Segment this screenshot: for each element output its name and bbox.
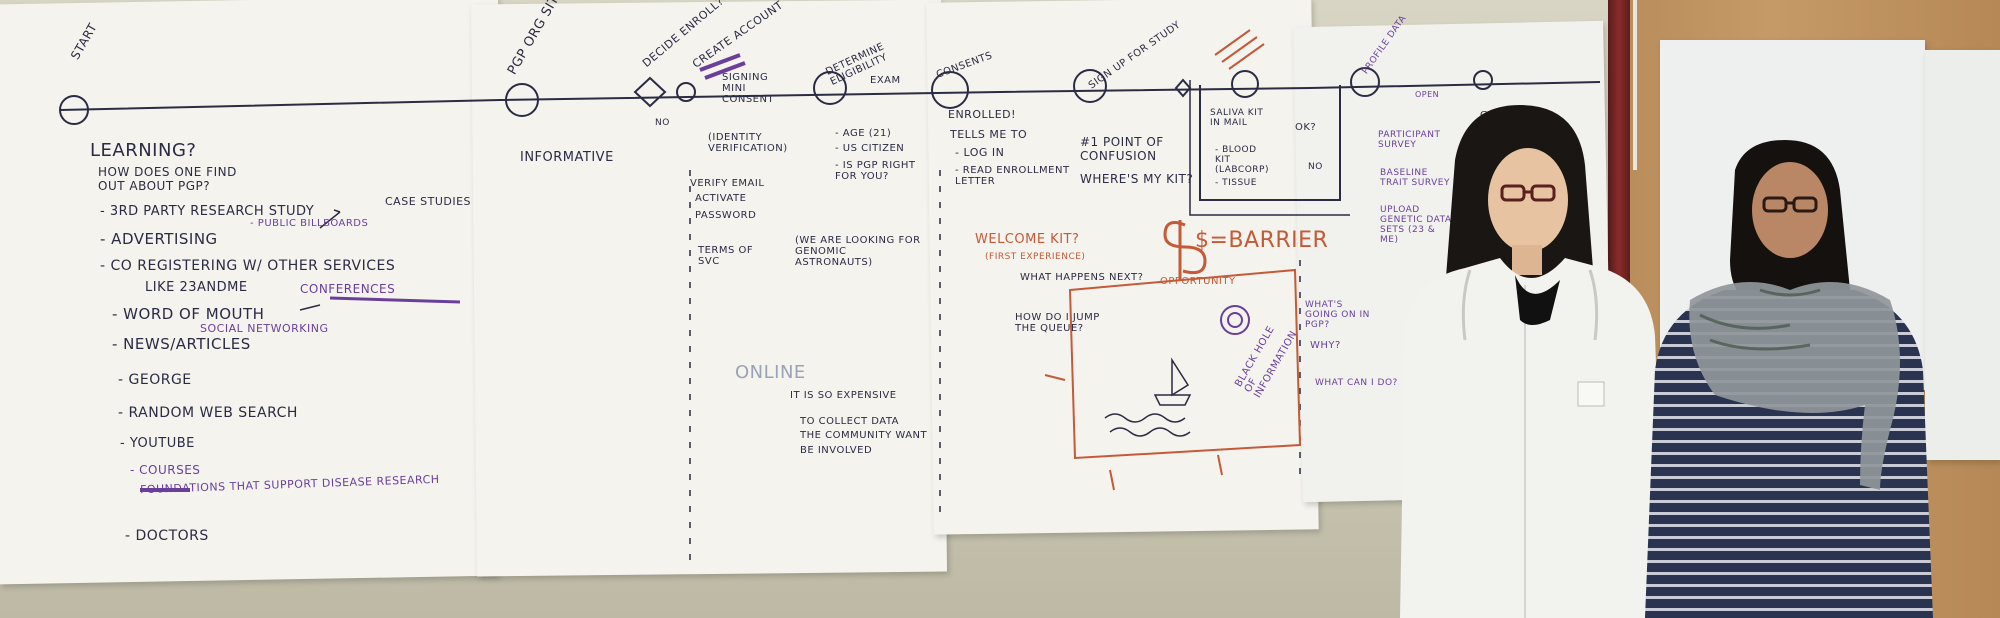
saliva-label: SALIVA KIT IN MAIL — [1210, 108, 1264, 128]
welcome-kit-label: WELCOME KIT? — [975, 232, 1080, 247]
learning-item: - WORD OF MOUTH — [112, 305, 265, 323]
pillar-highlight — [1633, 0, 1637, 170]
terms-label: TERMS OF SVC — [698, 245, 754, 267]
jump-queue-label: HOW DO I JUMP THE QUEUE? — [1015, 312, 1100, 334]
side-note: - PUBLIC BILLBOARDS — [250, 218, 369, 229]
learning-item: - DOCTORS — [125, 528, 209, 544]
involved-label: BE INVOLVED — [800, 445, 873, 456]
what-can-label: WHAT CAN I DO? — [1315, 378, 1398, 388]
informative-label: INFORMATIVE — [520, 150, 614, 165]
read-letter-label: - READ ENROLLMENT LETTER — [955, 165, 1070, 187]
password-label: PASSWORD — [695, 210, 757, 221]
where-kit-label: WHERE'S MY KIT? — [1080, 172, 1194, 186]
learning-item: - GEORGE — [118, 372, 192, 388]
us-citizen-label: - US CITIZEN — [835, 143, 905, 154]
first-experience-label: (FIRST EXPERIENCE) — [985, 252, 1086, 262]
no-branch-label: NO — [1308, 162, 1323, 172]
expensive-label: IT IS SO EXPENSIVE — [790, 390, 897, 401]
enrolled-label: ENROLLED! — [948, 108, 1017, 121]
confusion-label: #1 POINT OF CONFUSION — [1080, 135, 1164, 163]
learning-item: - COURSES — [130, 463, 201, 477]
learning-item: - CO REGISTERING W/ OTHER SERVICES — [100, 258, 396, 274]
side-note: SOCIAL NETWORKING — [200, 322, 329, 335]
tissue-label: - TISSUE — [1215, 178, 1257, 188]
exam-label: EXAM — [870, 75, 901, 86]
baseline-label: BASELINE TRAIT SURVEY — [1380, 168, 1450, 188]
ok-label: OK? — [1295, 122, 1317, 133]
online-label: ONLINE — [735, 362, 806, 383]
paper-sheet-6 — [1925, 50, 2000, 460]
tells-label: TELLS ME TO — [950, 128, 1028, 141]
identity-label: (IDENTITY VERIFICATION) — [708, 132, 788, 154]
collect-label: TO COLLECT DATA — [800, 416, 900, 427]
activate-label: ACTIVATE — [695, 193, 747, 204]
verify-label: VERIFY EMAIL — [690, 178, 765, 189]
side-note: CASE STUDIES — [385, 195, 472, 208]
why-label: WHY? — [1310, 340, 1341, 351]
side-note: CONFERENCES — [300, 282, 396, 296]
community-label: THE COMMUNITY WANT — [800, 430, 928, 441]
no-label: NO — [655, 118, 670, 128]
upload-label: UPLOAD GENETIC DATA SETS (23 & ME) — [1380, 205, 1452, 245]
genomic-label: (WE ARE LOOKING FOR GENOMIC ASTRONAUTS) — [795, 235, 921, 268]
blood-label: - BLOOD KIT (LABCORP) — [1215, 145, 1269, 175]
whats-going-label: WHAT'S GOING ON IN PGP? — [1305, 300, 1370, 330]
open-label: OPEN — [1415, 90, 1440, 99]
what-happens-label: WHAT HAPPENS NEXT? — [1020, 272, 1144, 283]
learning-label: LEARNING? — [90, 140, 197, 161]
learning-item: - NEWS/ARTICLES — [112, 335, 251, 353]
age-label: - AGE (21) — [835, 128, 892, 139]
signing-label: SIGNING MINI CONSENT — [722, 72, 775, 105]
learning-item: - 3RD PARTY RESEARCH STUDY — [100, 204, 315, 219]
learning-question: HOW DOES ONE FIND OUT ABOUT PGP? — [98, 165, 237, 193]
learning-item: - YOUTUBE — [120, 436, 195, 451]
barrier-label: $=BARRIER — [1195, 228, 1329, 253]
learning-item: - RANDOM WEB SEARCH — [118, 405, 298, 421]
learning-item: - ADVERTISING — [100, 230, 218, 248]
participant-label: PARTICIPANT SURVEY — [1378, 130, 1441, 150]
opportunity-label: OPPORTUNITY — [1160, 276, 1236, 287]
log-in-label: - LOG IN — [955, 146, 1005, 159]
pgp-right-label: - IS PGP RIGHT FOR YOU? — [835, 160, 916, 182]
learning-item: LIKE 23ANDME — [145, 280, 248, 295]
